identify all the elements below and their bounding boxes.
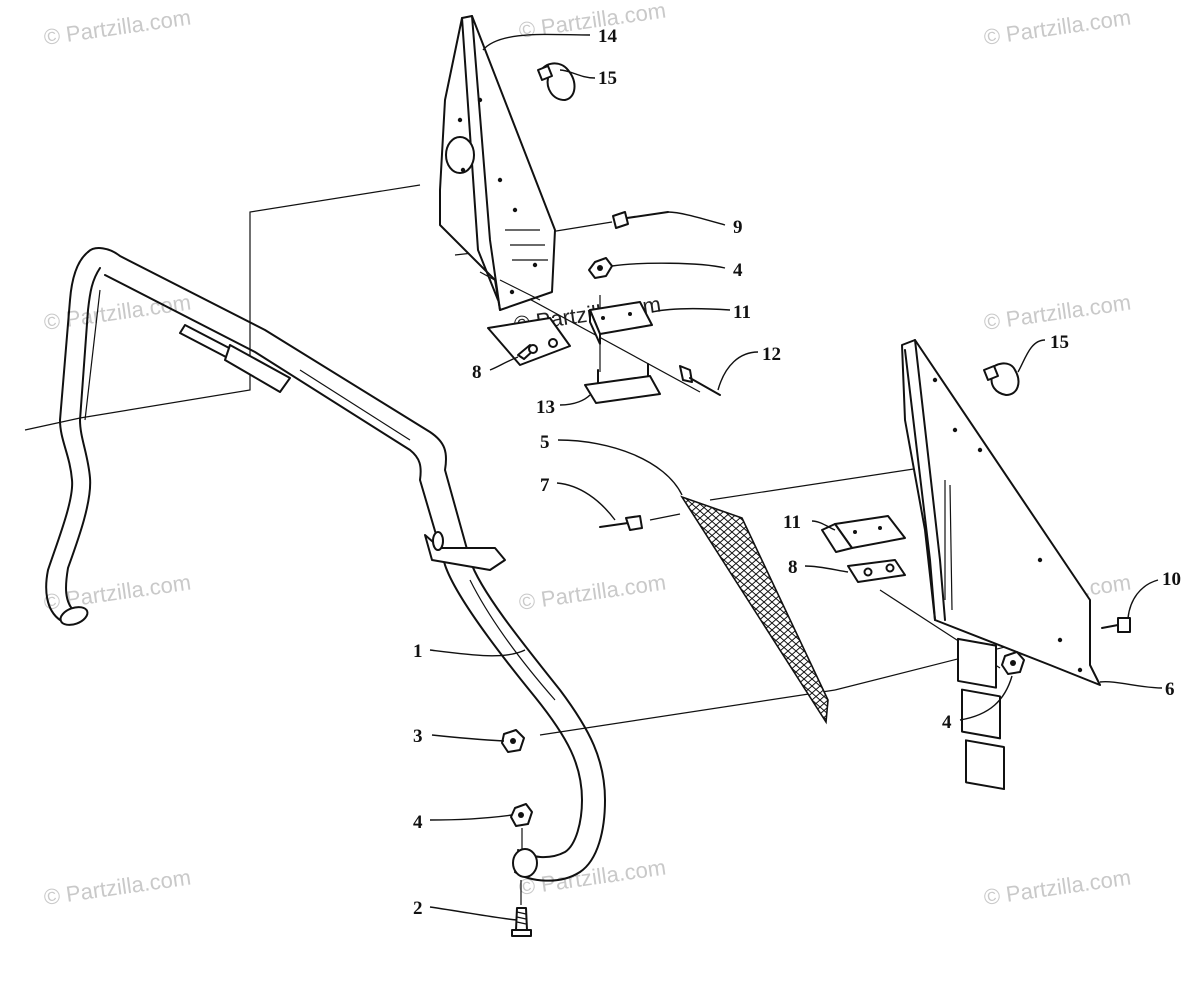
callout-8: 8 — [788, 557, 798, 578]
rivet-12 — [679, 365, 721, 396]
callout-2: 2 — [413, 898, 423, 919]
watermark: © Partzilla.com — [42, 865, 192, 910]
watermark: © Partzilla.com — [982, 5, 1132, 50]
callout-4: 4 — [413, 812, 423, 833]
callout-7: 7 — [540, 475, 550, 496]
callout-12: 12 — [762, 344, 781, 365]
nut-4-right — [1001, 651, 1025, 675]
callout-9: 9 — [733, 217, 743, 238]
watermark: © Partzilla.com — [517, 855, 667, 900]
watermark: © Partzilla.com — [517, 0, 667, 43]
watermark: © Partzilla.com — [42, 570, 192, 615]
callout-11: 11 — [783, 512, 801, 533]
watermark: © Partzilla.com — [42, 290, 192, 335]
hardware — [487, 62, 1131, 937]
nut-4-bottom — [510, 803, 533, 827]
left-side-panel — [439, 15, 556, 311]
bracket-11-top — [589, 301, 653, 345]
bumper-tube — [45, 247, 606, 882]
callout-13: 13 — [536, 397, 555, 418]
callout-leaders — [429, 33, 1163, 921]
bracket-11-right — [821, 515, 906, 553]
stud-plate-13 — [584, 363, 661, 404]
watermark: © Partzilla.com — [42, 5, 192, 50]
watermark: © Partzilla.com — [982, 290, 1132, 335]
callout-15: 15 — [1050, 332, 1069, 353]
callout-5: 5 — [540, 432, 550, 453]
callout-14: 14 — [598, 26, 618, 47]
mesh-screen — [680, 495, 829, 725]
watermark: © Partzilla.com — [982, 865, 1132, 910]
callout-4: 4 — [733, 260, 743, 281]
screw-10 — [1101, 617, 1131, 633]
cable-tie-15-top — [537, 62, 576, 101]
callout-4: 4 — [942, 712, 952, 733]
bolt-2 — [511, 907, 532, 937]
callout-10: 10 — [1162, 569, 1181, 590]
watermark: © Partzilla.com — [517, 570, 667, 615]
plate-8-top — [487, 317, 571, 366]
rivet-9 — [612, 211, 669, 229]
nut-3 — [501, 729, 525, 753]
plate-8-right — [847, 559, 906, 583]
callout-15: 15 — [598, 68, 617, 89]
callout-8: 8 — [472, 362, 482, 383]
rivet-7 — [599, 515, 643, 531]
callout-11: 11 — [733, 302, 751, 323]
nut-4-top — [588, 257, 613, 279]
callout-labels: 14 15 9 4 11 12 8 13 5 7 15 11 8 10 6 4 … — [413, 26, 1181, 919]
cable-tie-15-right — [983, 362, 1020, 396]
callout-6: 6 — [1165, 679, 1175, 700]
callout-1: 1 — [413, 641, 423, 662]
right-side-panel — [901, 339, 1101, 791]
callout-3: 3 — [413, 726, 423, 747]
